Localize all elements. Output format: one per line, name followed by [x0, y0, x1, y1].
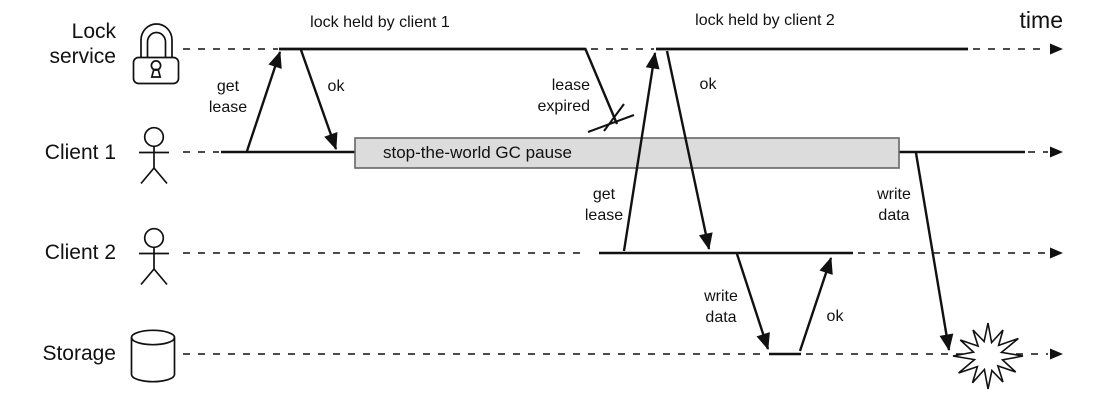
ok-3-label: ok: [826, 308, 844, 325]
person-icon: [139, 126, 169, 185]
ok-1-label: ok: [327, 78, 345, 95]
arrow-get-lease-2: [622, 52, 660, 252]
lease-expired-cross-1: [587, 114, 635, 133]
client1-lane-arrowhead: [1050, 146, 1063, 158]
arrow-ok-2: [665, 50, 713, 250]
lease-expired-cross-2: [603, 103, 625, 132]
lease-expired-label: lease expired: [537, 77, 590, 115]
person2-head: [143, 227, 165, 249]
get-lease-2-label: get lease: [584, 186, 624, 224]
person1-head: [143, 126, 165, 148]
lock-held-1-label: lock held by client 1: [310, 14, 450, 31]
lane-label-lock-service: Lock service: [49, 20, 116, 68]
get-lease-1-label: get lease: [208, 78, 248, 116]
lock-lane-arrowhead: [1050, 43, 1063, 55]
padlock-shackle-inner: [146, 31, 167, 58]
arrow-write-data-client2: [735, 253, 770, 350]
person2-leg-left: [140, 268, 155, 286]
write-data-client2-label: write data: [704, 288, 738, 326]
person1-leg-right: [153, 167, 168, 185]
lane-label-client-1: Client 1: [44, 141, 116, 164]
write-data-client1-label: write data: [877, 186, 911, 224]
client2-timeline: [183, 247, 1063, 259]
message-arrows: [245, 47, 954, 352]
cylinder-top: [130, 329, 176, 346]
cylinder-body: [130, 337, 176, 383]
database-cylinder-icon: [130, 329, 176, 383]
arrow-get-lease-1: [245, 51, 282, 152]
person1-leg-left: [140, 167, 155, 185]
storage-lane-arrowhead: [1050, 348, 1063, 360]
lane-label-client-2: Client 2: [44, 241, 116, 264]
arrow-ok-3: [798, 257, 833, 352]
arrow-write-data-client1: [914, 152, 954, 351]
lock-service-timeline: [183, 43, 1063, 55]
client2-lane-arrowhead: [1050, 247, 1063, 259]
person-icon: [139, 227, 169, 286]
lock-held-2-label: lock held by client 2: [695, 12, 835, 29]
padlock-keyhole-stem: [150, 68, 162, 78]
arrow-ok-1: [299, 49, 338, 150]
lease-expired-line: [583, 47, 619, 125]
explosion-burst-icon: [952, 322, 1024, 390]
ok-2-label: ok: [699, 76, 717, 93]
storage-timeline: [183, 348, 1063, 360]
padlock-body: [132, 56, 180, 85]
gc-pause-label: stop-the-world GC pause: [383, 143, 572, 162]
client1-timeline: [183, 146, 1063, 158]
time-axis-label: time: [1019, 7, 1063, 33]
person2-leg-right: [153, 268, 168, 286]
padlock-icon: [132, 23, 180, 85]
lane-label-storage: Storage: [42, 342, 116, 365]
gc-pause-box: [354, 137, 900, 169]
padlock-shackle-outer: [140, 23, 173, 58]
